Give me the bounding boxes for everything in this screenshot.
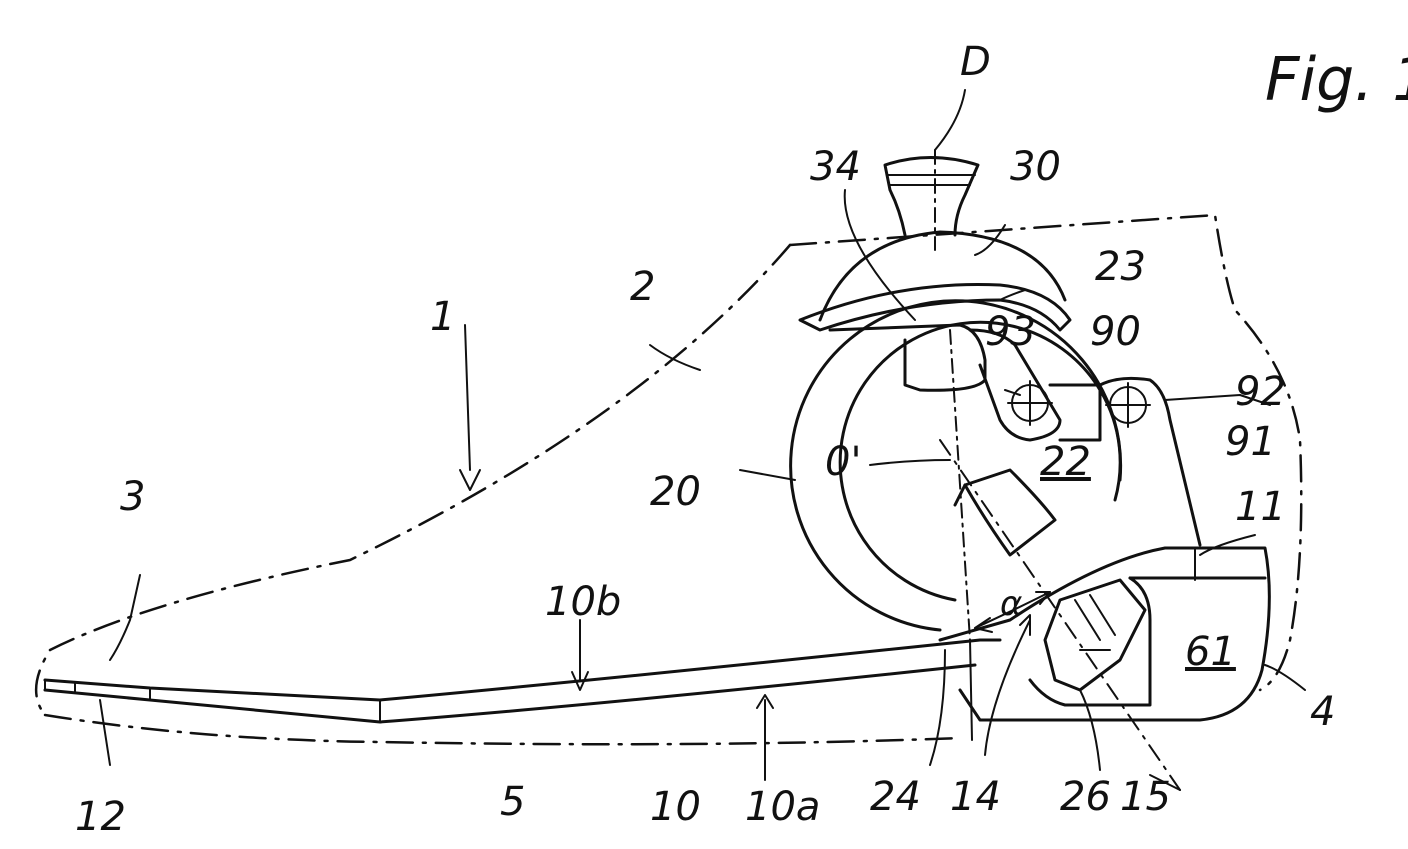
label-15: 15 (1120, 774, 1171, 820)
label-91: 91 (1225, 419, 1276, 465)
label-3: 3 (120, 474, 145, 520)
figure-title: Fig. 1 (1265, 45, 1408, 115)
label-D: D (960, 39, 991, 85)
spring-blade (45, 640, 1000, 722)
label-24: 24 (870, 774, 921, 820)
label-10a: 10a (745, 784, 820, 830)
label-2: 2 (630, 264, 655, 310)
label-10b: 10b (545, 579, 621, 625)
label-11: 11 (1235, 484, 1286, 530)
label-61: 61 (1185, 629, 1236, 675)
label-O: 0' (825, 439, 861, 485)
label-1: 1 (430, 294, 455, 340)
axis-lines (950, 330, 972, 740)
pivot-93 (1008, 381, 1052, 425)
label-4: 4 (1310, 689, 1335, 735)
label-22: 22 (1040, 439, 1091, 485)
label-alpha: α (1000, 584, 1022, 624)
label-23: 23 (1095, 244, 1146, 290)
label-14: 14 (950, 774, 1001, 820)
label-12: 12 (75, 794, 126, 840)
label-90: 90 (1090, 309, 1141, 355)
label-20: 20 (650, 469, 701, 515)
label-34: 34 (810, 144, 861, 190)
label-30: 30 (1010, 144, 1061, 190)
label-93: 93 (985, 309, 1036, 355)
label-10: 10 (650, 784, 701, 830)
screw-26 (940, 440, 1180, 790)
label-26: 26 (1060, 774, 1111, 820)
label-92: 92 (1235, 369, 1286, 415)
label-5: 5 (500, 779, 525, 825)
leader-lines (100, 90, 1305, 790)
